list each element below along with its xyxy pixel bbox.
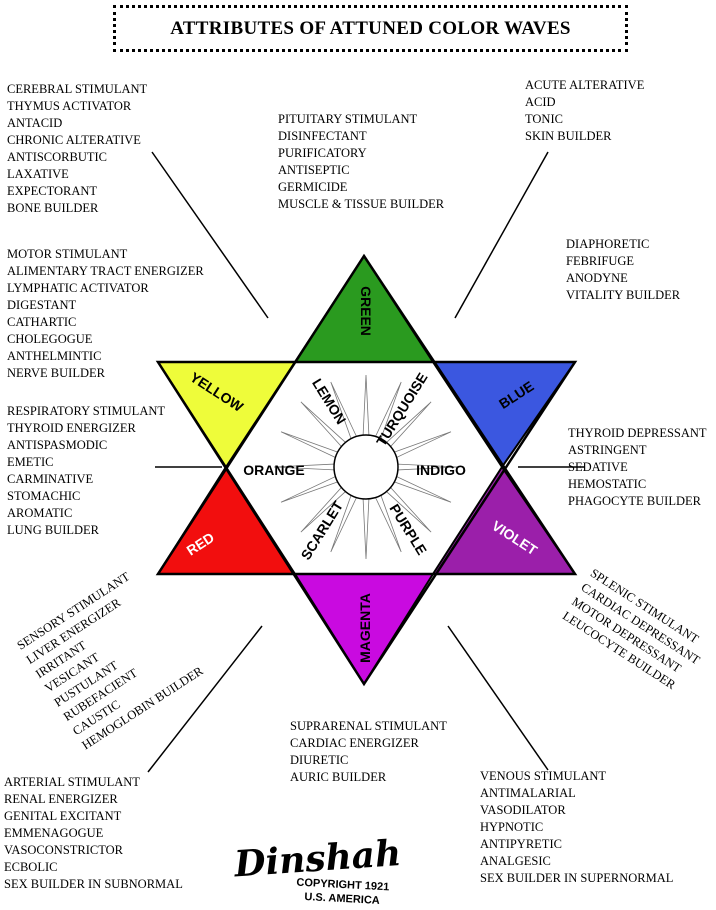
line-bottom-right xyxy=(447,625,549,771)
list-right-upper: DIAPHORETIC FEBRIFUGE ANODYNE VITALITY BUIL… xyxy=(566,236,680,304)
list-item: LUNG BUILDER xyxy=(7,523,100,537)
list-item: SEX BUILDER IN SUPERNORMAL xyxy=(480,871,674,885)
label-green: GREEN xyxy=(358,286,374,336)
list-item: ACUTE ALTERATIVE xyxy=(525,78,645,92)
list-item: MOTOR STIMULANT xyxy=(7,247,128,261)
page-title: ATTRIBUTES OF ATTUNED COLOR WAVES xyxy=(170,17,571,39)
list-item: DISINFECTANT xyxy=(278,129,367,143)
list-item: NERVE BUILDER xyxy=(7,366,105,380)
list-item: ACID xyxy=(525,95,556,109)
list-item: FEBRIFUGE xyxy=(566,254,635,268)
list-bottom-left: ARTERIAL STIMULANT RENAL ENERGIZER GENITAL… xyxy=(4,774,183,893)
list-item: ANTHELMINTIC xyxy=(7,349,102,363)
list-item: GENITAL EXCITANT xyxy=(4,809,122,823)
signature: Dinshah xyxy=(232,832,403,886)
list-item: CHOLEGOGUE xyxy=(7,332,93,346)
list-item: ARTERIAL STIMULANT xyxy=(4,775,140,789)
list-item: SEDATIVE xyxy=(568,460,628,474)
list-item: AURIC BUILDER xyxy=(290,770,387,784)
list-item: ANTIMALARIAL xyxy=(480,786,576,800)
center-circle xyxy=(333,434,399,500)
list-item: VENOUS STIMULANT xyxy=(480,769,607,783)
list-item: ANTACID xyxy=(7,116,63,130)
triangle-up-outline xyxy=(155,253,578,576)
list-item: LAXATIVE xyxy=(7,167,69,181)
list-top-right: ACUTE ALTERATIVE ACID TONIC SKIN BUILDER xyxy=(525,77,644,145)
list-item: THYROID DEPRESSANT xyxy=(568,426,707,440)
list-item: MUSCLE & TISSUE BUILDER xyxy=(278,197,445,211)
list-item: SKIN BUILDER xyxy=(525,129,612,143)
list-item: SEX BUILDER IN SUBNORMAL xyxy=(4,877,183,891)
list-item: THYMUS ACTIVATOR xyxy=(7,99,132,113)
copyright-block: COPYRIGHT 1921 U.S. AMERICA xyxy=(295,876,389,909)
list-item: ANODYNE xyxy=(566,271,628,285)
list-item: ALIMENTARY TRACT ENERGIZER xyxy=(7,264,204,278)
list-left-middle: RESPIRATORY STIMULANT THYROID ENERGIZER AN… xyxy=(7,403,165,539)
list-bottom-right: VENOUS STIMULANT ANTIMALARIAL VASODILATOR H… xyxy=(480,768,673,887)
radial-lines xyxy=(147,151,585,773)
list-item: PURIFICATORY xyxy=(278,146,367,160)
list-item: ASTRINGENT xyxy=(568,443,647,457)
list-item: THYROID ENERGIZER xyxy=(7,421,136,435)
list-item: ANTISPASMODIC xyxy=(7,438,108,452)
list-item: VASOCONSTRICTOR xyxy=(4,843,124,857)
label-indigo: INDIGO xyxy=(416,462,466,478)
list-item: ANTISCORBUTIC xyxy=(7,150,108,164)
list-item: HYPNOTIC xyxy=(480,820,544,834)
list-item: CATHARTIC xyxy=(7,315,77,329)
list-item: STOMACHIC xyxy=(7,489,81,503)
line-top-right xyxy=(454,151,549,319)
list-item: ANTIPYRETIC xyxy=(480,837,562,851)
list-top-left: CEREBRAL STIMULANT THYMUS ACTIVATOR ANTACI… xyxy=(7,81,147,217)
label-orange: ORANGE xyxy=(243,462,304,478)
list-item: HEMOSTATIC xyxy=(568,477,647,491)
list-item: ANTISEPTIC xyxy=(278,163,350,177)
list-item: LYMPHATIC ACTIVATOR xyxy=(7,281,149,295)
list-item: CHRONIC ALTERATIVE xyxy=(7,133,141,147)
list-item: DIAPHORETIC xyxy=(566,237,650,251)
label-magenta: MAGENTA xyxy=(357,593,373,663)
list-item: SUPRARENAL STIMULANT xyxy=(290,719,447,733)
list-item: PITUITARY STIMULANT xyxy=(278,112,418,126)
list-item: EMMENAGOGUE xyxy=(4,826,104,840)
list-right-middle: THYROID DEPRESSANT ASTRINGENT SEDATIVE HEMO… xyxy=(568,425,707,510)
list-item: TONIC xyxy=(525,112,563,126)
title-box: ATTRIBUTES OF ATTUNED COLOR WAVES xyxy=(113,5,628,52)
list-item: RENAL ENERGIZER xyxy=(4,792,118,806)
list-item: ECBOLIC xyxy=(4,860,58,874)
list-item: RESPIRATORY STIMULANT xyxy=(7,404,166,418)
list-item: CARMINATIVE xyxy=(7,472,94,486)
triangle-down-outline xyxy=(155,360,578,687)
list-item: EXPECTORANT xyxy=(7,184,98,198)
list-item: DIURETIC xyxy=(290,753,349,767)
list-item: ANALGESIC xyxy=(480,854,551,868)
list-item: DIGESTANT xyxy=(7,298,77,312)
list-item: AROMATIC xyxy=(7,506,73,520)
list-bottom-center: SUPRARENAL STIMULANT CARDIAC ENERGIZER DIU… xyxy=(290,718,447,786)
list-item: CARDIAC ENERGIZER xyxy=(290,736,419,750)
list-top-center: PITUITARY STIMULANT DISINFECTANT PURIFICAT… xyxy=(278,111,444,213)
list-left-upper: MOTOR STIMULANT ALIMENTARY TRACT ENERGIZE… xyxy=(7,246,204,382)
list-item: GERMICIDE xyxy=(278,180,348,194)
list-item: VITALITY BUILDER xyxy=(566,288,681,302)
line-bottom-left xyxy=(147,625,263,773)
list-item: EMETIC xyxy=(7,455,54,469)
list-item: BONE BUILDER xyxy=(7,201,99,215)
list-item: PHAGOCYTE BUILDER xyxy=(568,494,701,508)
list-item: VASODILATOR xyxy=(480,803,566,817)
line-top-left xyxy=(151,151,269,319)
list-item: CEREBRAL STIMULANT xyxy=(7,82,148,96)
